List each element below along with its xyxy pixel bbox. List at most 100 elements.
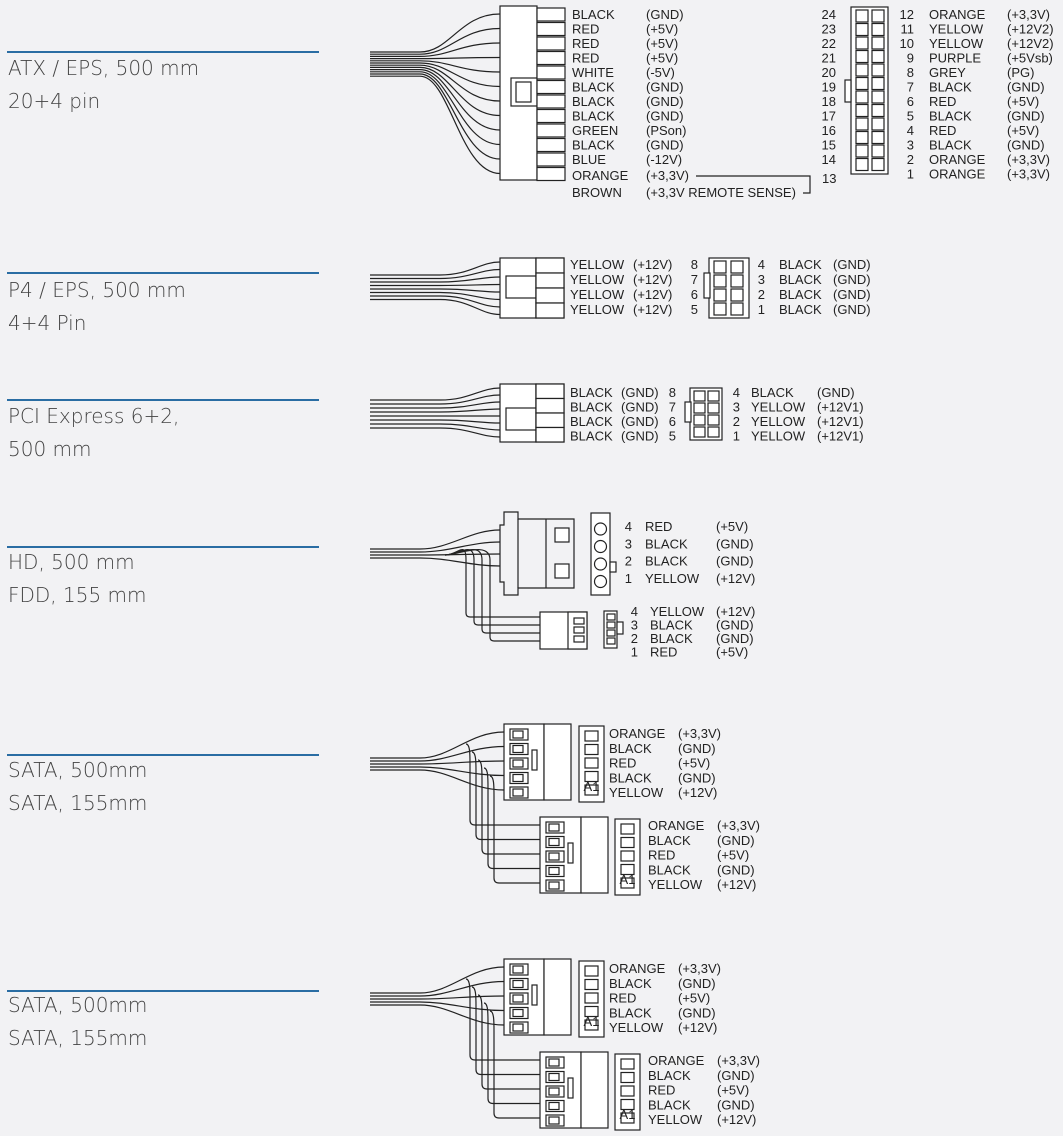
pin-number: 4 bbox=[758, 257, 765, 272]
wire-color-label: BLACK bbox=[572, 138, 615, 153]
hd-face-pin bbox=[593, 574, 608, 589]
atx-face-pin bbox=[871, 9, 885, 23]
atx-face-pin bbox=[871, 36, 885, 50]
pin-number: 2 bbox=[758, 287, 765, 302]
atx-face-pin bbox=[871, 90, 885, 104]
wire-color-label: YELLOW bbox=[929, 36, 984, 51]
pin-number: 19 bbox=[822, 80, 836, 95]
wire bbox=[465, 743, 540, 826]
atx-face-pin bbox=[855, 157, 869, 172]
pin-number: 7 bbox=[691, 272, 698, 287]
wire-color-label: BLACK bbox=[779, 287, 822, 302]
wire-signal-label: (+5V) bbox=[1007, 123, 1039, 138]
wire-color-label: BLACK bbox=[572, 94, 615, 109]
wire-color-label: BLACK bbox=[779, 302, 822, 317]
wire-color-label: ORANGE bbox=[648, 1053, 705, 1068]
sata1-lower-pin bbox=[548, 852, 560, 861]
wire bbox=[370, 1004, 505, 1026]
pin-number: 1 bbox=[625, 571, 632, 586]
sata2-upper-pin bbox=[512, 1008, 524, 1018]
wire bbox=[477, 994, 540, 1090]
wire-signal-label: (+3,3V) bbox=[1007, 167, 1050, 182]
sata1-lower-face-pin bbox=[620, 863, 635, 876]
sata1-upper-pin bbox=[512, 744, 524, 754]
wire bbox=[370, 553, 501, 556]
wire bbox=[444, 549, 540, 618]
wire bbox=[370, 419, 501, 424]
wire-color-label: BLUE bbox=[572, 152, 606, 167]
sata1-lower-connector-end bbox=[580, 816, 609, 894]
wire bbox=[370, 62, 501, 88]
pin-number: 2 bbox=[733, 414, 740, 429]
wire bbox=[370, 75, 501, 175]
pin-number: 3 bbox=[758, 272, 765, 287]
sata2-upper-face-pin bbox=[584, 978, 599, 991]
section-subtitle: 500 mm bbox=[8, 437, 92, 461]
wire-color-label: ORANGE bbox=[929, 7, 986, 22]
section-title: HD, 500 mm bbox=[8, 550, 135, 574]
hd-pin-slot bbox=[554, 527, 570, 543]
wire-color-label: RED bbox=[929, 123, 956, 138]
atx-face-pin bbox=[871, 103, 885, 118]
atx-pin-cell bbox=[536, 108, 566, 124]
wire bbox=[370, 980, 505, 997]
sata1-upper-face-pin bbox=[584, 784, 599, 796]
wire-signal-label: (+12V) bbox=[678, 785, 717, 800]
wire-color-label: RED bbox=[609, 991, 636, 1006]
atx-latch-inner bbox=[515, 81, 532, 103]
wire bbox=[370, 69, 501, 131]
wire-signal-label: (GND) bbox=[678, 741, 716, 756]
pin-number: 17 bbox=[822, 109, 836, 124]
pin-number: 8 bbox=[691, 257, 698, 272]
pin-number: 16 bbox=[822, 123, 836, 138]
wire-signal-label: (+12V) bbox=[633, 257, 672, 272]
sata2-upper-pin bbox=[512, 1023, 524, 1032]
p4-face-latch bbox=[703, 272, 711, 299]
wire-color-label: BLACK bbox=[570, 400, 613, 415]
atx-face-pin bbox=[855, 117, 869, 131]
wire-color-label: YELLOW bbox=[570, 257, 625, 272]
wire bbox=[444, 549, 540, 626]
wire-signal-label: (+3,3V) bbox=[1007, 152, 1050, 167]
pcie-face-pin bbox=[707, 402, 720, 414]
wire bbox=[444, 549, 540, 642]
wire-signal-label: (GND) bbox=[1007, 109, 1045, 124]
wire bbox=[370, 760, 505, 765]
sata1-upper-pin bbox=[512, 759, 524, 768]
atx-face-pin bbox=[855, 49, 869, 64]
wire-signal-label: (+5V) bbox=[678, 756, 710, 771]
wire-signal-label: (GND) bbox=[646, 109, 684, 124]
wire-signal-label: (+5V) bbox=[717, 1083, 749, 1098]
wire-color-label: BLACK bbox=[929, 109, 972, 124]
pin-number: 4 bbox=[907, 123, 914, 138]
atx-face-pin bbox=[871, 76, 885, 91]
pin-marker: A1 bbox=[620, 1107, 636, 1122]
p4-face-pin bbox=[713, 274, 727, 288]
p4-face-pin bbox=[730, 288, 744, 302]
sata1-upper-face-pin bbox=[584, 743, 599, 756]
section-subtitle: SATA, 155mm bbox=[8, 791, 148, 815]
sata1-lower-pin bbox=[548, 866, 560, 876]
wire-signal-label: (GND) bbox=[621, 385, 659, 400]
wire-color-label: BLACK bbox=[929, 80, 972, 95]
pcie-face-pin bbox=[693, 402, 706, 414]
wire bbox=[370, 769, 505, 791]
wire-signal-label: (+5Vsb) bbox=[1007, 51, 1053, 66]
hd-face-pin bbox=[593, 522, 608, 536]
wire-signal-label: (GND) bbox=[833, 257, 871, 272]
wire-color-label: BLACK bbox=[570, 429, 613, 444]
atx-pin-cell bbox=[536, 21, 566, 37]
pin-number: 21 bbox=[822, 51, 836, 66]
wire-color-label: BLACK bbox=[609, 741, 652, 756]
sata1-upper-face-pin bbox=[584, 730, 599, 742]
wire-color-label: BLACK bbox=[650, 618, 693, 633]
wire bbox=[370, 71, 501, 146]
fdd-face-pin bbox=[606, 637, 616, 645]
pin-number: 24 bbox=[822, 7, 836, 22]
wire-color-label: RED bbox=[648, 848, 675, 863]
sata2-upper-pin bbox=[512, 994, 524, 1003]
sata1-lower-face-pin bbox=[620, 836, 635, 849]
wire-color-label: ORANGE bbox=[572, 168, 629, 183]
wire-signal-label: (-12V) bbox=[646, 152, 682, 167]
atx-face-pin bbox=[855, 144, 869, 158]
